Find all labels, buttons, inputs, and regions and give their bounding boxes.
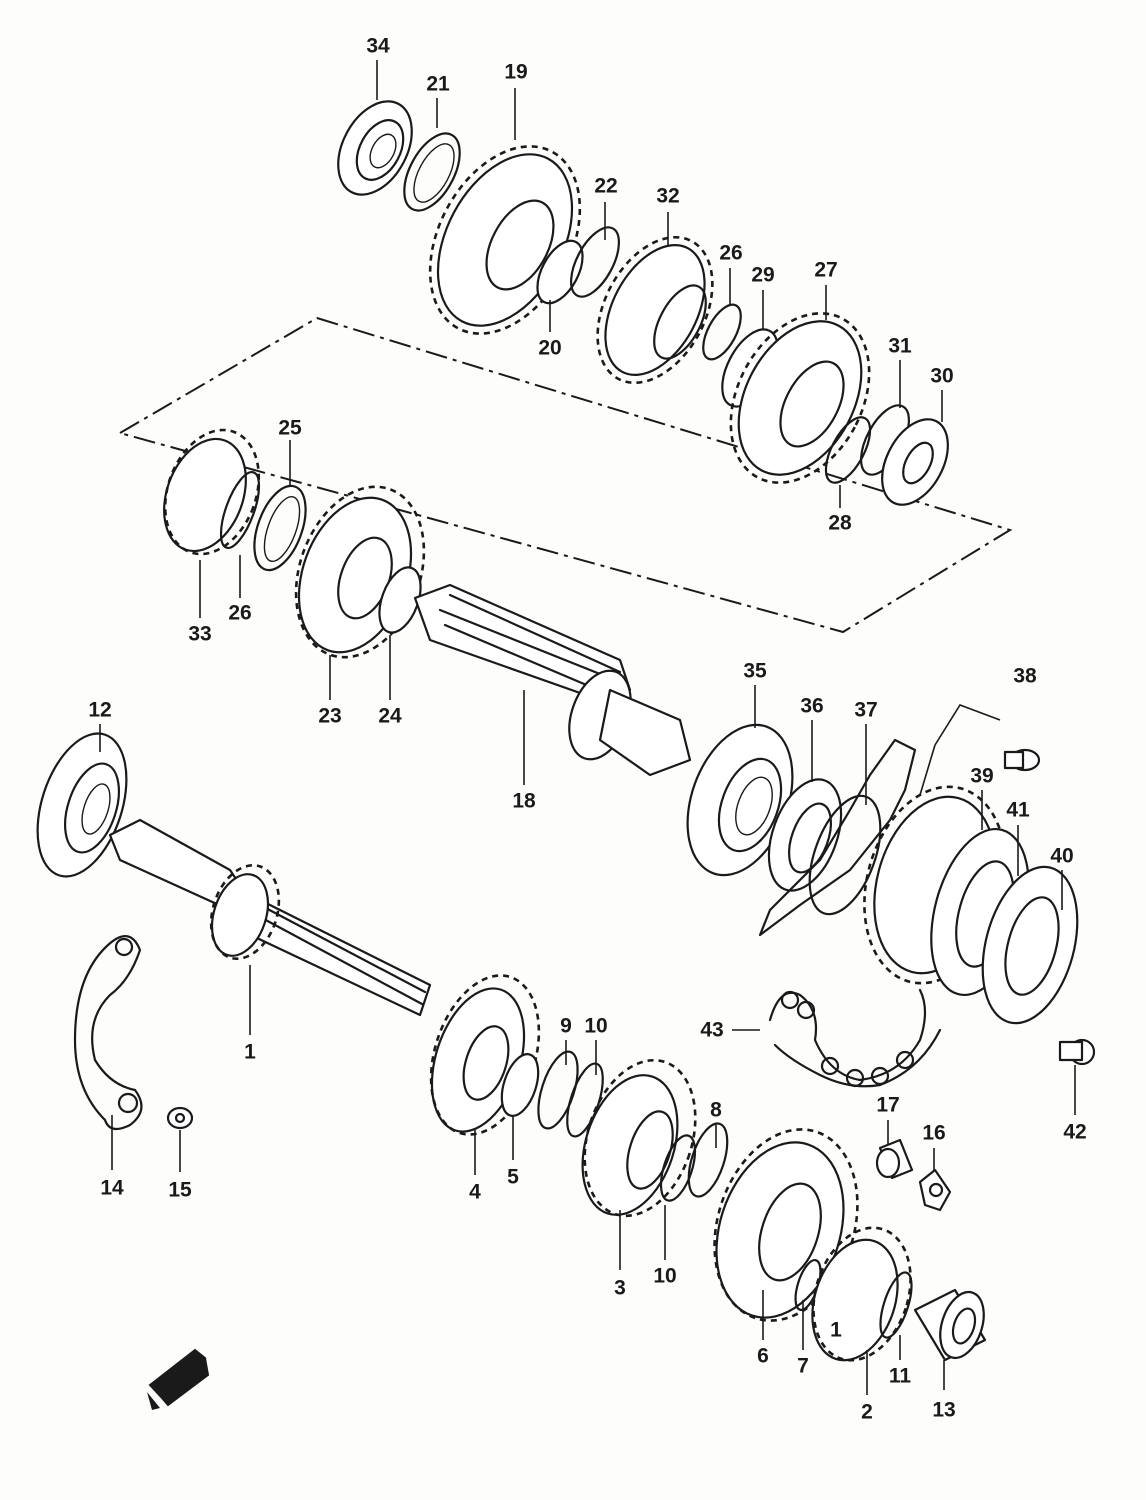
part-label-15: 15: [168, 1179, 192, 1202]
bushing-5: [500, 1053, 540, 1160]
part-label-17: 17: [876, 1094, 899, 1117]
part-label-1-gear: 1: [830, 1319, 842, 1342]
bolt-38: [919, 704, 1041, 796]
lock-washer-16: [918, 1148, 952, 1212]
washer-9: [537, 1040, 579, 1130]
gear-19: [428, 88, 582, 335]
gear-27: [729, 285, 871, 484]
part-label-26-mid: 26: [228, 602, 251, 625]
washer-8: [687, 1122, 729, 1198]
washer-11: [879, 1271, 913, 1360]
part-label-28: 28: [828, 512, 852, 535]
part-labels: 34 21 19 22 32 26 29 27 20 31 30 28 25 3…: [88, 35, 1086, 1424]
bearing-retainer-14: [73, 935, 143, 1170]
part-label-12: 12: [88, 699, 111, 722]
countershaft-18: [413, 583, 692, 785]
part-label-7: 7: [797, 1355, 809, 1378]
part-label-27: 27: [814, 259, 837, 282]
main-shaft-1: [108, 818, 432, 1035]
part-label-10-upper: 10: [584, 1015, 607, 1038]
part-label-37: 37: [854, 699, 877, 722]
part-label-6: 6: [757, 1345, 769, 1368]
retainer-37: [758, 724, 917, 937]
part-label-26-top: 26: [719, 242, 742, 265]
washer-22: [570, 202, 620, 298]
gear-33: [163, 428, 261, 618]
part-label-9: 9: [560, 1015, 572, 1038]
oil-seal-36: [767, 720, 843, 892]
part-label-16: 16: [922, 1122, 945, 1145]
drive-chain-43: [732, 988, 942, 1088]
part-label-4: 4: [469, 1181, 481, 1204]
part-label-42: 42: [1063, 1121, 1086, 1144]
part-label-20: 20: [538, 337, 561, 360]
part-label-18: 18: [512, 790, 536, 813]
part-label-32: 32: [656, 185, 679, 208]
part-label-13: 13: [932, 1399, 955, 1422]
part-label-11: 11: [889, 1365, 912, 1388]
part-label-24: 24: [378, 705, 402, 728]
gear-32: [596, 212, 714, 385]
washer-30: [881, 390, 949, 506]
washer-26-top: [702, 268, 742, 361]
part-label-1: 1: [244, 1041, 256, 1064]
spacer-13: [913, 1288, 987, 1390]
part-label-29: 29: [751, 264, 774, 287]
part-label-38: 38: [1013, 665, 1037, 688]
gear-3: [581, 1058, 697, 1270]
part-label-14: 14: [100, 1177, 124, 1200]
part-label-23: 23: [318, 705, 341, 728]
countershaft-group-outline: [119, 316, 1013, 634]
part-label-40: 40: [1050, 845, 1073, 868]
washer-25: [253, 440, 307, 572]
front-direction-arrow-icon: [147, 1348, 210, 1410]
washer-40: [981, 865, 1079, 1025]
bolt-17: [875, 1120, 914, 1180]
part-label-3: 3: [614, 1277, 626, 1300]
gear-2: [811, 1226, 912, 1395]
part-label-25: 25: [278, 417, 302, 440]
part-label-39: 39: [970, 765, 993, 788]
part-label-31: 31: [888, 335, 912, 358]
part-label-5: 5: [507, 1166, 519, 1189]
part-label-34: 34: [366, 35, 390, 58]
part-label-19: 19: [504, 61, 527, 84]
part-label-33: 33: [188, 623, 211, 646]
part-label-8: 8: [710, 1099, 722, 1122]
part-label-10-lower: 10: [653, 1265, 676, 1288]
screw-15: [166, 1106, 194, 1172]
circlip-10-lower: [659, 1134, 697, 1260]
part-label-41: 41: [1006, 799, 1030, 822]
bearing-12: [36, 724, 128, 878]
washer-21: [403, 98, 461, 212]
bolt-42: [1058, 1038, 1096, 1115]
part-label-36: 36: [800, 695, 823, 718]
circlip-10-upper: [566, 1040, 604, 1138]
part-label-35: 35: [743, 660, 767, 683]
part-label-30: 30: [930, 365, 953, 388]
part-label-22: 22: [594, 175, 617, 198]
gear-1: [209, 863, 281, 961]
washer-26-mid: [219, 471, 261, 598]
part-label-2: 2: [861, 1401, 873, 1424]
gear-6: [713, 1128, 859, 1340]
bearing-34: [337, 60, 413, 196]
part-label-43: 43: [700, 1019, 723, 1042]
part-label-21: 21: [426, 73, 450, 96]
